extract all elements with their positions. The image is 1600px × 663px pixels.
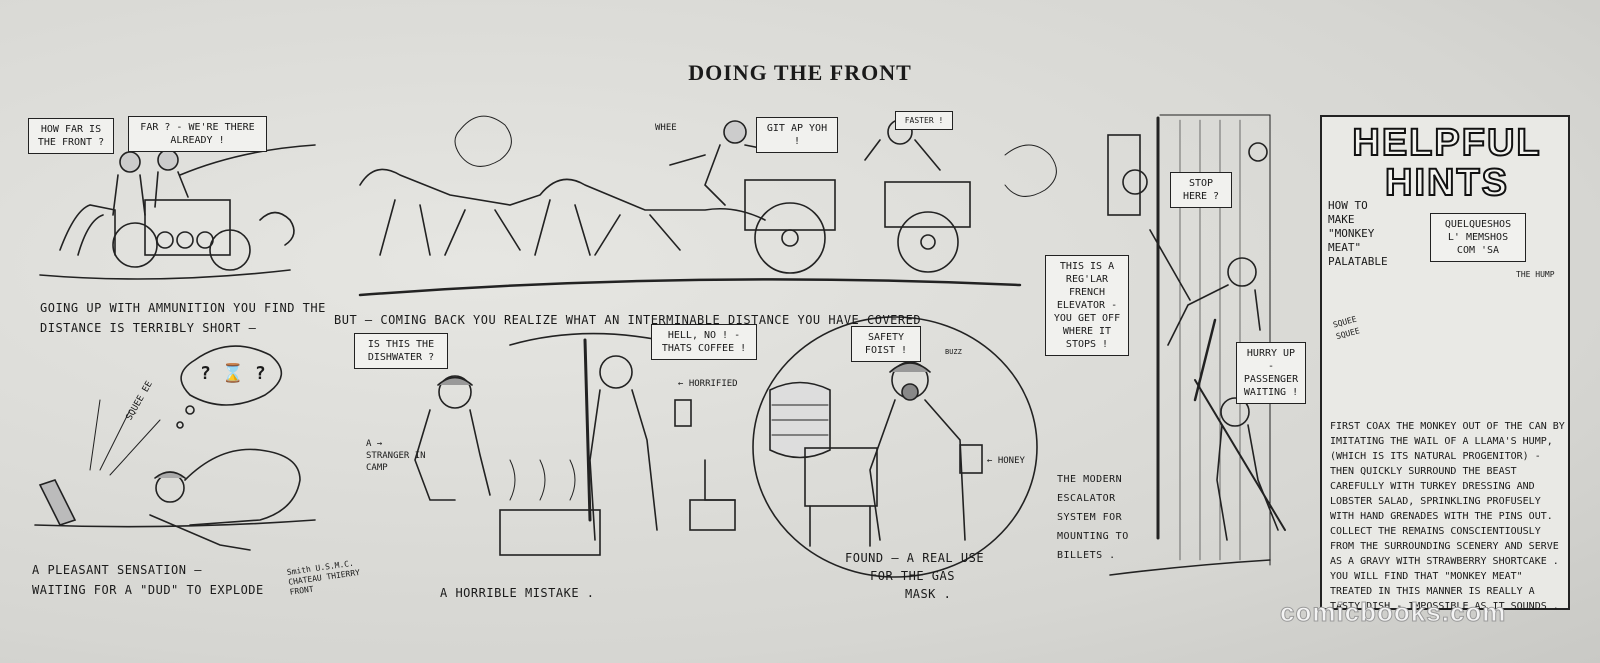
thought-question: ? ⌛ ? — [200, 363, 266, 384]
sound-whee: WHEE — [655, 123, 677, 133]
label-horrified: ← HORRIFIED — [678, 379, 738, 389]
caption-mistake: A HORRIBLE MISTAKE . — [440, 586, 595, 600]
bubble-stop-here: STOP HERE ? — [1170, 172, 1232, 208]
bubble-how-far: HOW FAR IS THE FRONT ? — [28, 118, 114, 154]
hints-title: HELPFUL HINTS — [1351, 122, 1542, 204]
label-honey: ← HONEY — [987, 456, 1025, 466]
label-the-hump: THE HUMP — [1516, 270, 1555, 279]
dud-shell-drawing — [34, 345, 316, 551]
bubble-faster: FASTER ! — [895, 111, 953, 130]
bubble-far: FAR ? - WE'RE THERE ALREADY ! — [128, 116, 267, 152]
sound-buzz: BUZZ — [945, 348, 962, 356]
caption-pleasant-1: A PLEASANT SENSATION — — [32, 563, 202, 577]
bubble-git-ap: GIT AP YOH ! — [756, 117, 838, 153]
helpful-hints-panel: HELPFUL HINTS HOW TO MAKE "MONKEY MEAT" … — [1320, 115, 1570, 612]
bubble-safety: SAFETY FOIST ! — [851, 326, 921, 362]
caption-coming-back: BUT — COMING BACK YOU REALIZE WHAT AN IN… — [334, 313, 922, 327]
caption-going-up-1: GOING UP WITH AMMUNITION YOU FIND THE — [40, 301, 326, 315]
watermark: comicbooks.com — [1279, 597, 1507, 628]
caption-found-1: FOUND — A REAL USE — [845, 551, 985, 565]
caption-escalator: THE MODERN ESCALATOR SYSTEM FOR MOUNTING… — [1057, 474, 1129, 561]
bubble-hurry-up: HURRY UP - PASSENGER WAITING ! — [1236, 342, 1306, 404]
caption-pleasant-2: WAITING FOR A "DUD" TO EXPLODE — [32, 583, 264, 597]
label-stranger: A → STRANGER IN CAMP — [366, 439, 426, 473]
bubble-dishwater: IS THIS THE DISHWATER ? — [354, 333, 448, 369]
page-title: DOING THE FRONT — [688, 60, 912, 85]
hints-body-text: FIRST COAX THE MONKEY OUT OF THE CAN BY … — [1330, 421, 1565, 612]
bubble-french-elevator: THIS IS A REG'LAR FRENCH ELEVATOR - YOU … — [1045, 255, 1129, 356]
caption-found-2: FOR THE GAS — [870, 569, 955, 583]
donkey-team-drawing — [358, 115, 1057, 297]
caption-going-up-2: DISTANCE IS TERRIBLY SHORT — — [40, 321, 257, 335]
escalator-drawing — [1107, 114, 1286, 576]
sound-squee-squee: SQUEE SQUEE — [1332, 314, 1361, 342]
bubble-coffee: HELL, NO ! - THATS COFFEE ! — [651, 324, 757, 360]
coffee-mistake-drawing — [414, 332, 736, 556]
gas-mask-drawing — [752, 316, 1038, 578]
ammo-wagon-drawing — [39, 144, 316, 280]
bubble-quelqueshos: QUELQUESHOS L' MEMSHOS COM 'SA — [1430, 213, 1526, 262]
caption-found-3: MASK . — [905, 587, 952, 601]
hints-subtitle: HOW TO MAKE "MONKEY MEAT" PALATABLE — [1328, 199, 1388, 268]
